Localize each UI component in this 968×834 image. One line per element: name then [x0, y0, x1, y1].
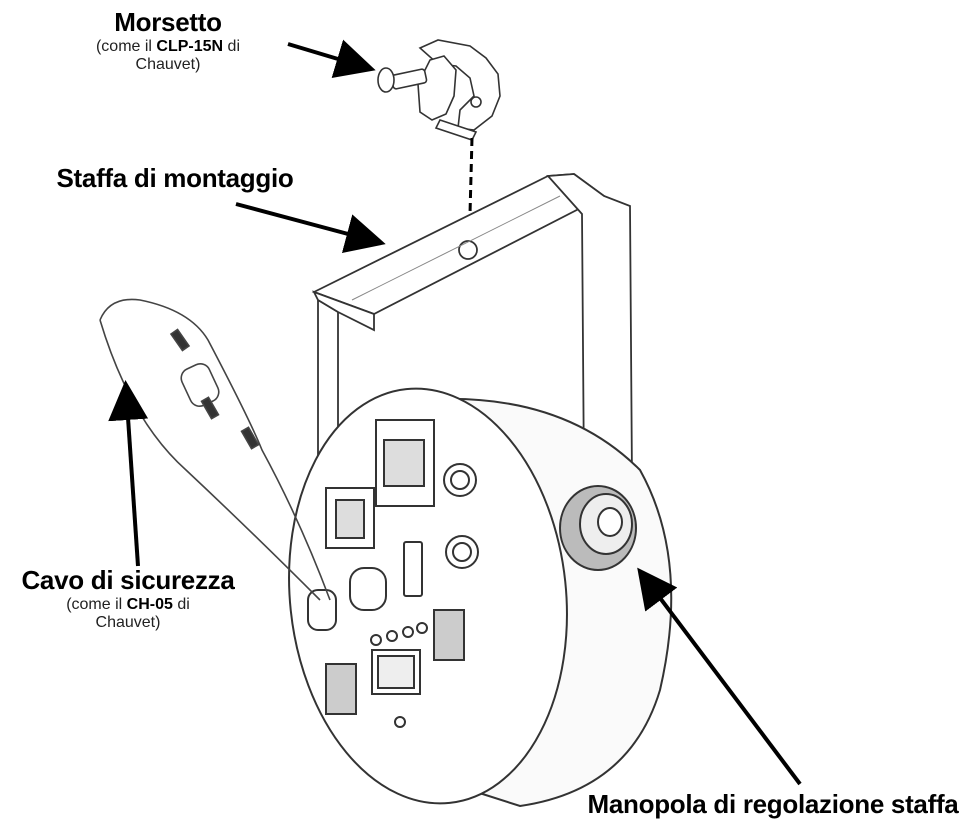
knob-arrow	[637, 567, 802, 786]
safety-cable-label: Cavo di sicurezza (come il CH-05 di Chau…	[8, 565, 248, 633]
clamp-connector-line	[468, 137, 474, 215]
safety-cable-subtitle: (come il CH-05 di Chauvet)	[66, 595, 190, 632]
bracket-title: Staffa di montaggio	[56, 163, 294, 193]
safety-cable-arrow	[108, 380, 149, 567]
safety-cable-drawing	[99, 298, 331, 601]
clamp-arrow	[287, 39, 376, 78]
clamp-label: Morsetto (come il CLP-15N di Chauvet)	[68, 7, 268, 75]
safety-cable-title: Cavo di sicurezza	[21, 565, 235, 595]
bracket-label: Staffa di montaggio	[40, 163, 310, 194]
adjustment-knob-drawing	[559, 485, 637, 571]
knob-title: Manopola di regolazione staffa	[587, 789, 959, 819]
knob-label: Manopola di regolazione staffa	[586, 789, 960, 820]
clamp-drawing	[377, 39, 501, 141]
clamp-title: Morsetto	[114, 7, 222, 37]
pointer-arrows	[108, 39, 802, 786]
clamp-subtitle: (come il CLP-15N di Chauvet)	[95, 37, 241, 74]
bracket-arrow	[235, 202, 386, 254]
